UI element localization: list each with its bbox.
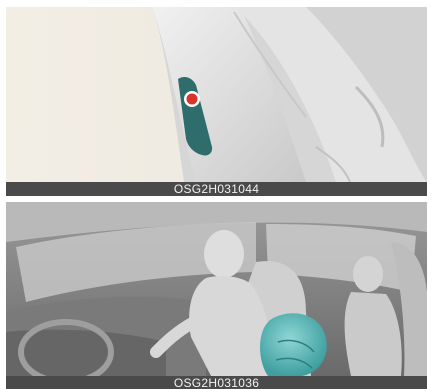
deployed-side-airbag-icon (260, 313, 327, 376)
figure-seat-side-airbag: OSG2H031044 (6, 7, 427, 196)
seat-illustration (6, 7, 427, 182)
cabin-illustration (6, 202, 427, 376)
figure-cabin-airbag-deployment: OSG2H031036 (6, 202, 427, 389)
figure-caption: OSG2H031036 (6, 376, 427, 389)
side-airbag-seat-marker-icon (184, 91, 200, 107)
figure-caption: OSG2H031044 (6, 182, 427, 196)
